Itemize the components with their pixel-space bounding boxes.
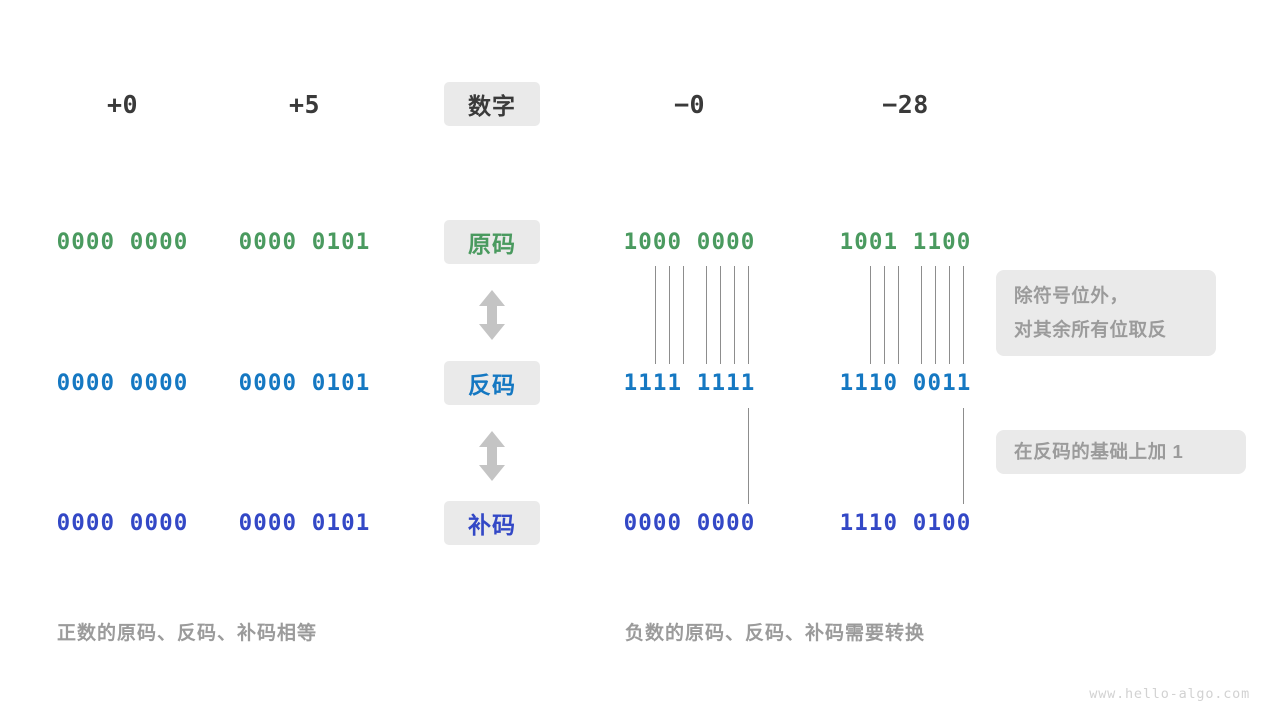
connector-line xyxy=(669,266,670,364)
watermark: www.hello-algo.com xyxy=(1089,686,1250,702)
connector-line xyxy=(963,408,964,504)
bits-true-form-minus-zero: 1000 0000 xyxy=(623,229,756,255)
connector-line xyxy=(935,266,936,364)
bits-true-form-plus-zero: 0000 0000 xyxy=(56,229,189,255)
bits-twos-complement-plus-five: 0000 0101 xyxy=(238,510,371,536)
bits-ones-complement-minus-28: 1110 0011 xyxy=(839,370,972,396)
note-invert-bits-line-2: 对其余所有位取反 xyxy=(1014,319,1167,340)
column-header-plus-zero: +0 xyxy=(106,89,139,119)
note-invert-bits-line-1: 除符号位外， xyxy=(1014,285,1129,306)
caption-positive: 正数的原码、反码、补码相等 xyxy=(57,623,318,644)
connector-line xyxy=(734,266,735,364)
connector-line xyxy=(720,266,721,364)
caption-negative: 负数的原码、反码、补码需要转换 xyxy=(625,623,926,644)
connector-line xyxy=(748,266,749,364)
connector-line xyxy=(949,266,950,364)
double-arrow-icon-ones-to-twos xyxy=(476,430,508,487)
column-header-plus-five: +5 xyxy=(288,89,321,119)
row-label-ones-complement: 反码 xyxy=(444,361,540,405)
bits-twos-complement-plus-zero: 0000 0000 xyxy=(56,510,189,536)
connector-line xyxy=(683,266,684,364)
bits-true-form-plus-five: 0000 0101 xyxy=(238,229,371,255)
note-add-one-line-1: 在反码的基础上加 1 xyxy=(1014,441,1184,462)
bits-ones-complement-minus-zero: 1111 1111 xyxy=(623,370,756,396)
column-header-minus-zero: −0 xyxy=(673,89,706,119)
double-arrow-icon-true-to-ones xyxy=(476,289,508,346)
connector-line xyxy=(870,266,871,364)
connector-line xyxy=(706,266,707,364)
bits-twos-complement-minus-28: 1110 0100 xyxy=(839,510,972,536)
row-label-true-form: 原码 xyxy=(444,220,540,264)
row-label-number: 数字 xyxy=(444,82,540,126)
connector-line xyxy=(898,266,899,364)
bits-ones-complement-plus-five: 0000 0101 xyxy=(238,370,371,396)
connector-line xyxy=(655,266,656,364)
row-label-twos-complement: 补码 xyxy=(444,501,540,545)
connector-line xyxy=(748,408,749,504)
bits-twos-complement-minus-zero: 0000 0000 xyxy=(623,510,756,536)
column-header-minus-28: −28 xyxy=(882,89,929,119)
note-add-one: 在反码的基础上加 1 xyxy=(996,430,1246,474)
connector-line xyxy=(963,266,964,364)
bits-ones-complement-plus-zero: 0000 0000 xyxy=(56,370,189,396)
bits-true-form-minus-28: 1001 1100 xyxy=(839,229,972,255)
connector-line xyxy=(884,266,885,364)
connector-line xyxy=(921,266,922,364)
note-invert-bits: 除符号位外， 对其余所有位取反 xyxy=(996,270,1216,356)
